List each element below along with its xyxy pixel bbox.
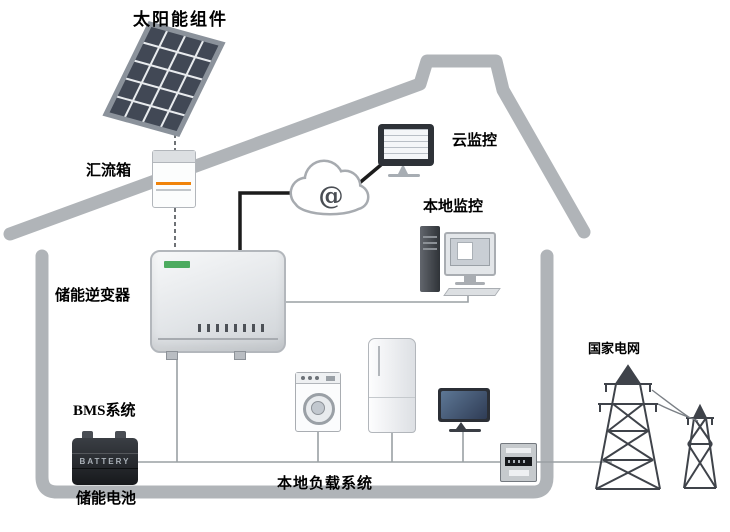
tv-stand bbox=[456, 422, 466, 429]
combiner-gray-stripe bbox=[156, 189, 191, 191]
cloud-monitor-device bbox=[378, 124, 434, 166]
combiner-orange-stripe bbox=[156, 182, 191, 185]
meter-display bbox=[505, 457, 532, 466]
power-wires bbox=[651, 389, 699, 422]
meter-label-strip-bottom bbox=[509, 470, 529, 476]
inverter bbox=[150, 250, 286, 353]
monitor-stand bbox=[464, 276, 476, 282]
combiner-box bbox=[152, 150, 196, 208]
refrigerator bbox=[368, 338, 416, 433]
label-local-monitor: 本地监控 bbox=[423, 199, 484, 215]
cloud-icon: @ bbox=[289, 159, 370, 216]
monitor-base bbox=[455, 282, 485, 285]
battery-terminal-left bbox=[82, 431, 93, 438]
battery: BATTERY bbox=[72, 438, 138, 485]
label-grid: 国家电网 bbox=[588, 341, 641, 356]
washing-machine bbox=[295, 372, 341, 432]
meter-label-strip bbox=[506, 448, 531, 453]
computer-monitor bbox=[444, 232, 496, 276]
washer-display bbox=[326, 376, 335, 381]
inverter-indicator-row bbox=[198, 324, 270, 332]
tablet-base bbox=[388, 174, 420, 177]
tower-drive-slots bbox=[423, 232, 437, 250]
label-local-load: 本地负载系统 bbox=[277, 476, 374, 492]
washer-knob bbox=[315, 376, 319, 380]
battery-terminal-right bbox=[115, 431, 126, 438]
tv-screen bbox=[441, 391, 487, 419]
inverter-connector-left bbox=[166, 351, 178, 360]
washer-control-panel bbox=[296, 373, 340, 384]
label-solar-panel: 太阳能组件 bbox=[133, 10, 228, 29]
solar-panel bbox=[102, 21, 226, 137]
transmission-towers bbox=[595, 364, 717, 490]
monitor-document bbox=[457, 242, 473, 260]
battery-label-band: BATTERY bbox=[72, 453, 138, 469]
washer-door bbox=[303, 393, 335, 425]
fridge-door-seam bbox=[369, 397, 415, 398]
washer-door-window bbox=[311, 401, 325, 415]
tablet-stand bbox=[398, 166, 408, 174]
at-symbol: @ bbox=[319, 181, 344, 210]
label-bms: BMS系统 bbox=[73, 403, 136, 419]
fridge-handle bbox=[378, 346, 380, 376]
washer-knob bbox=[308, 376, 312, 380]
transmission-tower-small bbox=[683, 403, 717, 489]
keyboard bbox=[443, 288, 501, 296]
transmission-tower-large bbox=[595, 364, 661, 490]
label-combiner-box: 汇流箱 bbox=[86, 163, 132, 179]
label-cloud-monitor: 云监控 bbox=[452, 133, 498, 149]
house-outline bbox=[3, 54, 591, 499]
label-inverter: 储能逆变器 bbox=[55, 288, 131, 304]
tablet-screen bbox=[384, 129, 428, 159]
inverter-groove bbox=[158, 338, 278, 340]
combiner-top-panel bbox=[153, 151, 195, 163]
house-roof bbox=[3, 54, 591, 241]
inverter-logo bbox=[164, 261, 190, 268]
power-meter bbox=[500, 443, 537, 482]
computer-tower bbox=[420, 226, 440, 292]
tv-base bbox=[449, 429, 481, 432]
house-walls bbox=[35, 249, 554, 499]
inverter-connector-right bbox=[234, 351, 246, 360]
monitor-screen bbox=[450, 238, 490, 266]
tv bbox=[438, 388, 490, 422]
label-battery: 储能电池 bbox=[76, 491, 137, 507]
washer-knob bbox=[301, 376, 305, 380]
